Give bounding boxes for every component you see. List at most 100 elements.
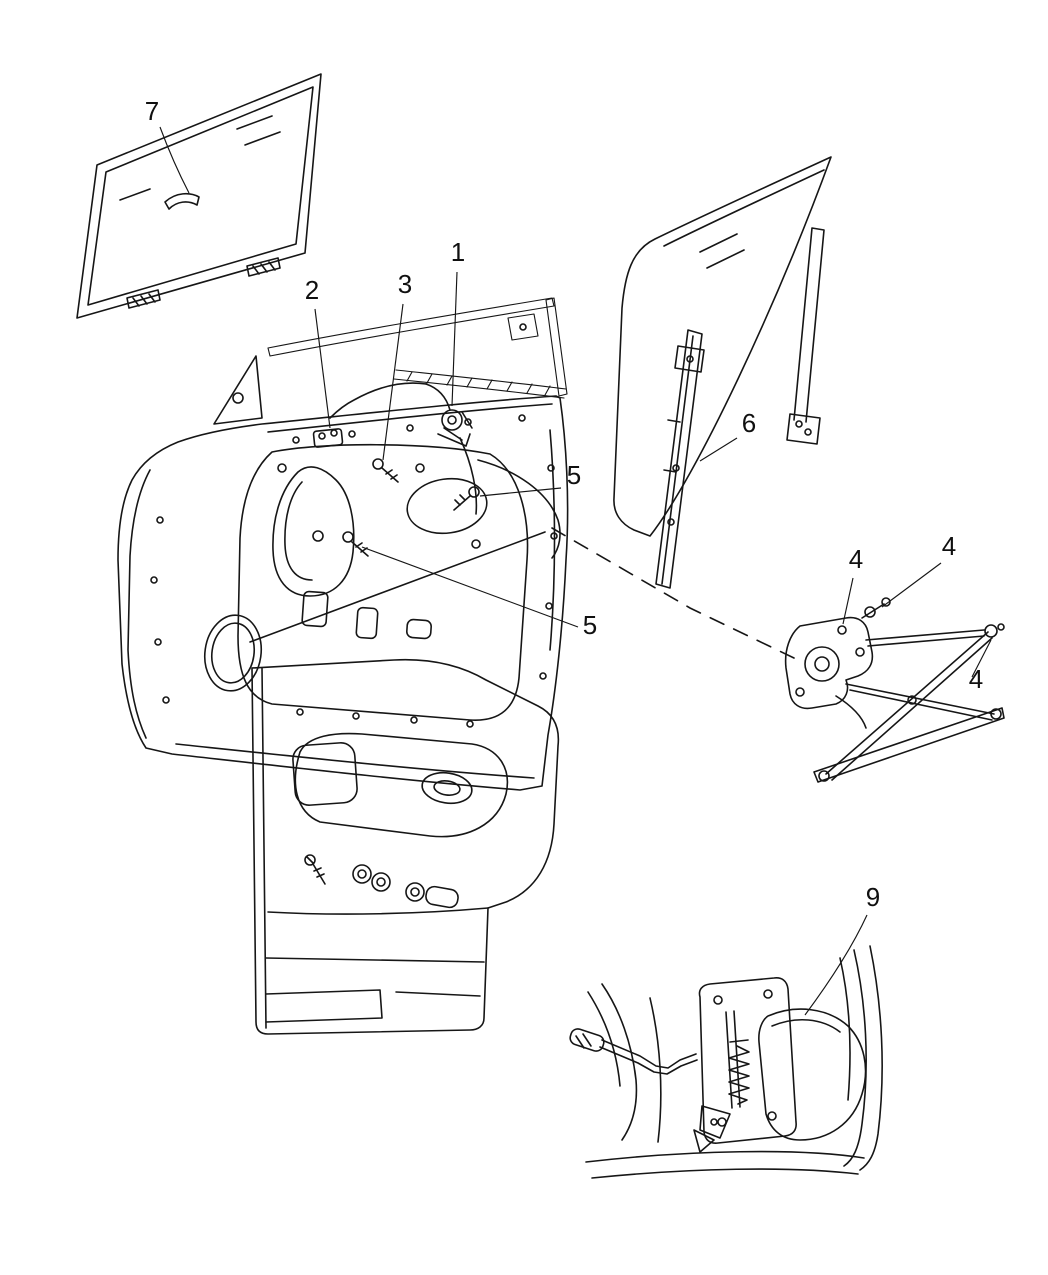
- remote-handle-bracket: [312, 428, 344, 448]
- channel-bar-inner: [661, 335, 694, 585]
- mirror-assembly: [569, 945, 883, 1179]
- window-regulator: [784, 597, 1005, 783]
- callout-5-lower: 5: [361, 546, 597, 640]
- glass-channel: [655, 329, 705, 589]
- callout-9: 9: [804, 882, 880, 1016]
- slot-hole-1: [301, 590, 329, 628]
- callout-5-upper: 5: [479, 460, 581, 497]
- leader-line-7: [159, 126, 190, 194]
- regulator-drive-gear: [804, 646, 840, 682]
- retainer-plug: [405, 882, 459, 909]
- mirror-flag-patch: [213, 355, 263, 425]
- channel-bracket-hole: [519, 323, 527, 331]
- callout-label-5-lower: 5: [583, 610, 597, 640]
- rail-roller-left: [818, 770, 830, 782]
- leader-line-5-lower: [361, 546, 579, 628]
- channel-ticks: [663, 419, 681, 473]
- lock-cable: [477, 459, 561, 559]
- glass-clip-rear: [246, 257, 281, 277]
- callouts: 7 2 3 1 5 5 6 4: [145, 96, 992, 1016]
- screw-3: [372, 458, 399, 483]
- speaker-hole-inner: [210, 622, 256, 684]
- callout-4-left: 4: [842, 544, 863, 625]
- callout-label-3: 3: [398, 269, 412, 299]
- rear-glass-outline: [613, 156, 832, 537]
- long-rod-line: [249, 531, 546, 643]
- screw-5-upper: [453, 486, 480, 511]
- door-belt-inner-line: [267, 403, 553, 433]
- glass-clip-front-hatch: [132, 293, 156, 307]
- header-strip: [267, 297, 555, 357]
- lower-door-trim: [251, 658, 560, 1035]
- trim-body-lines: [265, 907, 489, 1023]
- glass-outline: [76, 73, 322, 319]
- leader-line-9: [804, 914, 868, 1016]
- lift-arm: [845, 683, 995, 721]
- screw-5-lower: [342, 531, 369, 557]
- sector-arc: [835, 695, 867, 729]
- pivot-foot: [699, 1105, 731, 1139]
- slot-hole-2: [355, 606, 379, 640]
- leader-line-6: [699, 437, 738, 462]
- callout-label-7: 7: [145, 96, 159, 126]
- slot-hole-3: [406, 618, 432, 640]
- callout-1: 1: [451, 237, 465, 407]
- callout-label-4-top: 4: [942, 531, 956, 561]
- control-rod: [599, 1039, 698, 1075]
- upper-stud: [997, 623, 1005, 631]
- leader-line-3: [382, 303, 404, 461]
- mirror-head: [758, 1008, 867, 1141]
- leader-line-4-right: [971, 639, 992, 678]
- callout-4-right: 4: [969, 639, 992, 694]
- equalizer-pivot: [861, 597, 891, 619]
- callout-label-4-right: 4: [969, 664, 983, 694]
- bracket-holes: [713, 989, 777, 1127]
- lock-rod: [329, 382, 427, 419]
- rear-glass-inner-edge: [663, 169, 825, 247]
- kidney-flange: [284, 481, 313, 581]
- pivot-hole: [710, 1118, 718, 1126]
- callout-label-2: 2: [305, 275, 319, 305]
- regulator-motor-housing: [784, 616, 874, 710]
- callout-label-9: 9: [866, 882, 880, 912]
- body-arcs-right: [839, 945, 883, 1171]
- leader-line-5-upper: [479, 487, 562, 497]
- rear-glass-reflections: [699, 233, 745, 269]
- panel-bolt-holes: [150, 414, 558, 728]
- belt-molding: [393, 369, 567, 399]
- glass-inner-edge: [87, 86, 314, 306]
- door-outline: [117, 395, 569, 791]
- map-pocket: [292, 742, 358, 806]
- front-door-glass: [76, 73, 322, 319]
- glass-run-strip: [793, 227, 825, 423]
- leader-line-2: [314, 308, 331, 429]
- speaker-hole: [203, 614, 263, 692]
- door-hem-front: [127, 469, 151, 739]
- regulator-drive-gear-center: [814, 656, 830, 672]
- callout-4-top: 4: [881, 531, 956, 608]
- latch-rod: [459, 437, 478, 515]
- regulator-alignment-line: [551, 527, 795, 659]
- channel-hole-2: [667, 518, 675, 526]
- leader-line-1: [451, 271, 458, 407]
- trim-screw: [304, 854, 326, 885]
- channel-flag: [674, 345, 705, 373]
- rod-handle: [569, 1028, 605, 1052]
- glass-clip-rear-hatch: [252, 261, 276, 275]
- motor-bolt-1: [837, 625, 847, 635]
- handle-cup-inner: [433, 780, 461, 796]
- channel-bar: [655, 329, 703, 589]
- kidney-opening: [272, 466, 355, 597]
- door-hem-rear: [549, 429, 556, 651]
- glass-run-bracket: [786, 413, 821, 445]
- leader-line-4-left: [842, 577, 854, 625]
- callout-label-1: 1: [451, 237, 465, 267]
- channel-hole-1: [672, 464, 680, 472]
- door-latch: [425, 383, 473, 447]
- grommet-1: [352, 864, 372, 884]
- channel-flag-hole: [686, 355, 694, 363]
- run-bracket-hole-1: [795, 420, 803, 428]
- armrest: [294, 732, 509, 838]
- door-frame-strips: [267, 297, 568, 399]
